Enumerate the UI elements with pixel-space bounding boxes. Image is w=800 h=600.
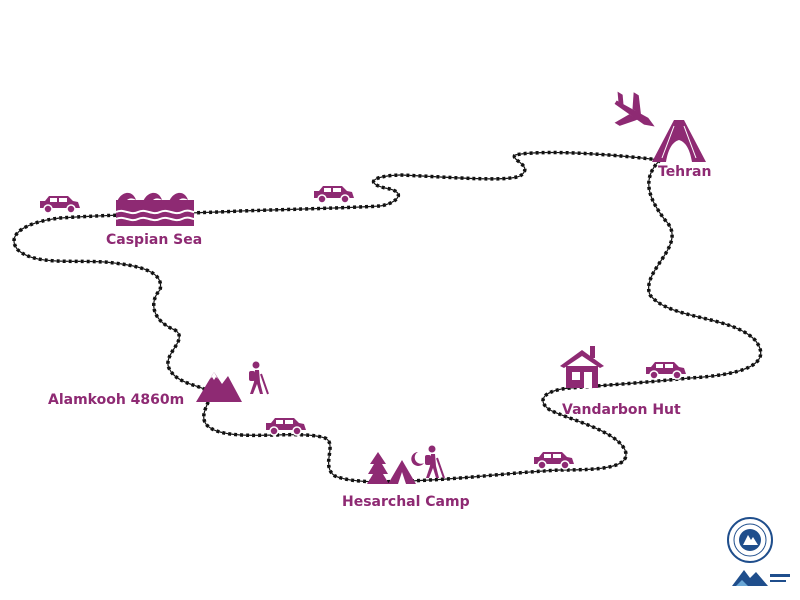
location-label-tehran: Tehran [658,164,711,180]
waves-icon [115,192,195,226]
location-label-vandarbon: Vandarbon Hut [562,402,681,418]
tree-icon [367,452,389,484]
mountain-logo-icon [732,570,790,586]
hut-icon [560,346,604,388]
azadi-tower-icon [652,120,706,162]
location-label-hesarchal: Hesarchal Camp [342,494,470,510]
car-icon [645,361,687,380]
airplane-icon [614,91,655,127]
location-label-alamkooh: Alamkooh 4860m [48,392,184,408]
car-icon [533,451,575,470]
hiker-icon [424,444,445,479]
tent-icon [388,460,416,484]
car-icon [265,417,307,436]
location-label-caspian: Caspian Sea [106,232,202,248]
mountain-icon [196,372,242,402]
seal-icon [727,517,773,563]
hiker-icon [248,360,269,395]
car-icon [39,195,81,214]
car-icon [313,185,355,204]
moon-icon [411,452,424,466]
